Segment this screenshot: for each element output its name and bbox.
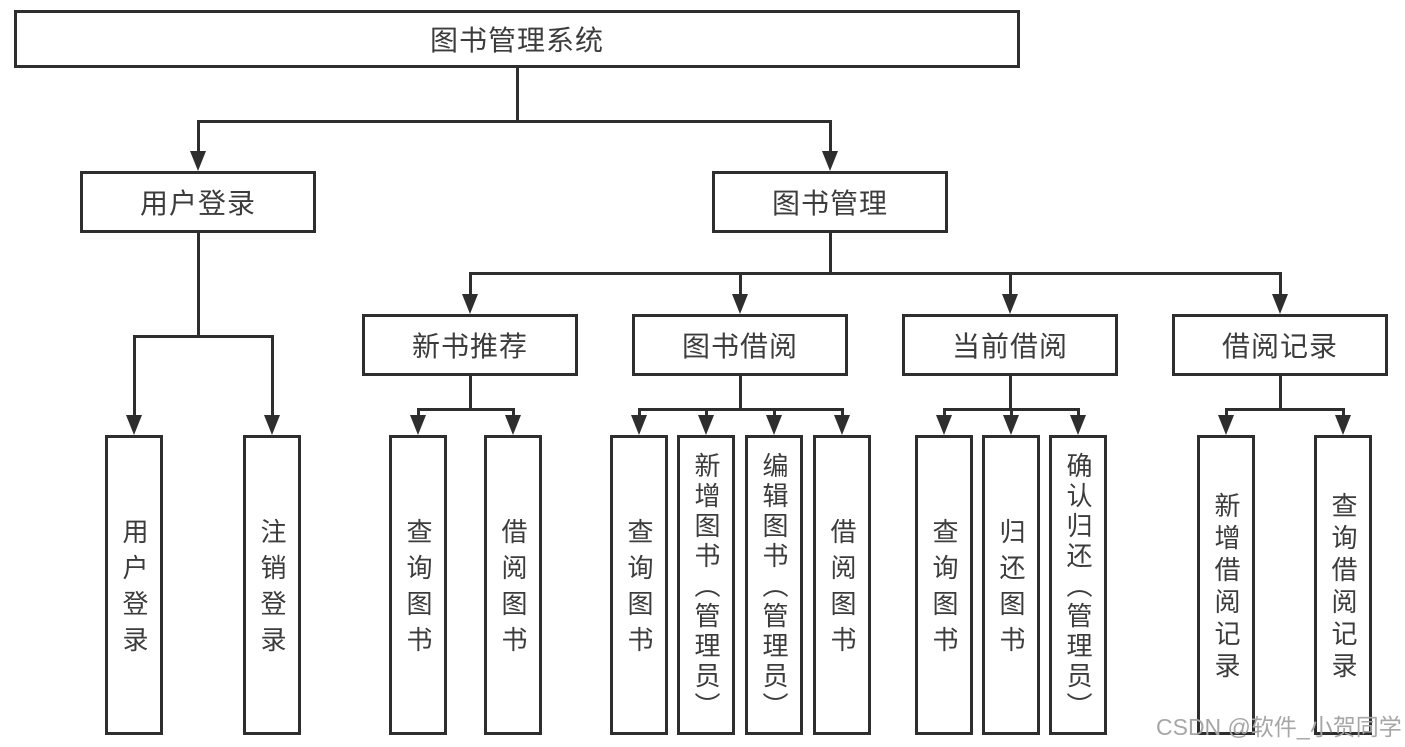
node-leaf-user-login: 用户登录 [105, 435, 163, 735]
connector-stem-cur-return [1010, 408, 1013, 419]
connector-stem-nb-borrow [512, 408, 515, 419]
node-leaf-rec-query-record: 查询借阅记录 [1314, 435, 1372, 735]
node-leaf-bw-add-books: 新增图书（管理员） [677, 435, 735, 735]
arrowhead-bw-query [631, 415, 647, 435]
connector-root-branch [197, 120, 832, 123]
connector-user-login-trunk [197, 233, 200, 337]
node-leaf-cur-query-books: 查询图书 [915, 435, 973, 735]
arrowhead-cur-confirm [1070, 415, 1086, 435]
node-leaf-nb-borrow-books-label: 借阅图书 [498, 518, 528, 662]
node-book-management: 图书管理 [712, 171, 948, 233]
node-current-borrowing: 当前借阅 [902, 314, 1118, 376]
node-leaf-cur-confirm-return: 确认归还（管理员） [1049, 435, 1107, 735]
connector-stem-new-books [469, 272, 472, 298]
connector-root-trunk [516, 68, 519, 122]
node-book-borrowing: 图书借阅 [632, 314, 848, 376]
node-leaf-rec-query-record-label: 查询借阅记录 [1328, 492, 1358, 684]
connector-stem-bw-query [638, 408, 641, 419]
node-leaf-rec-add-record: 新增借阅记录 [1197, 435, 1255, 735]
connector-book-mgmt-branch [469, 272, 1282, 275]
node-library-management-system: 图书管理系统 [14, 10, 1020, 68]
connector-book-borrow-trunk [739, 376, 742, 410]
arrowhead-rec-query [1335, 415, 1351, 435]
arrowhead-book-borrow [732, 294, 748, 314]
node-user-login: 用户登录 [80, 171, 316, 233]
node-borrowing-records-label: 借阅记录 [1221, 331, 1338, 362]
node-leaf-logout: 注销登录 [243, 435, 301, 735]
csdn-watermark: CSDN @软件_小贺同学 [1156, 714, 1402, 740]
arrowhead-book-mgmt [822, 151, 838, 171]
node-leaf-bw-borrow-books-label: 借阅图书 [827, 518, 857, 662]
connector-stem-rec-add [1225, 408, 1228, 419]
arrowhead-rec-add [1218, 415, 1234, 435]
arrowhead-leaf-logout [264, 415, 280, 435]
connector-new-books-branch [417, 408, 515, 411]
connector-borrow-records-trunk [1279, 376, 1282, 410]
connector-stem-cur-query [943, 408, 946, 419]
connector-stem-book-mgmt [829, 120, 832, 154]
node-current-borrowing-label: 当前借阅 [951, 331, 1068, 362]
node-leaf-user-login-label: 用户登录 [119, 518, 149, 662]
node-leaf-cur-return-books-label: 归还图书 [996, 518, 1026, 662]
connector-stem-book-borrow [739, 272, 742, 298]
arrowhead-bw-borrow [834, 415, 850, 435]
node-library-management-system-label: 图书管理系统 [429, 25, 604, 56]
node-leaf-logout-label: 注销登录 [257, 518, 287, 662]
connector-stem-nb-query [417, 408, 420, 419]
node-leaf-bw-edit-books: 编辑图书（管理员） [745, 435, 803, 735]
node-leaf-cur-query-books-label: 查询图书 [929, 518, 959, 662]
node-borrowing-records: 借阅记录 [1172, 314, 1388, 376]
node-leaf-nb-borrow-books: 借阅图书 [484, 435, 542, 735]
connector-stem-leaf-user-login [133, 335, 136, 419]
connector-stem-user-login [197, 120, 200, 154]
arrowhead-nb-query [410, 415, 426, 435]
connector-user-login-branch [133, 335, 274, 338]
node-leaf-bw-edit-books-label: 编辑图书（管理员） [759, 452, 789, 722]
connector-stem-cur-confirm [1077, 408, 1080, 419]
arrowhead-cur-query [936, 415, 952, 435]
node-leaf-cur-return-books: 归还图书 [982, 435, 1040, 735]
arrowhead-borrow-records [1272, 294, 1288, 314]
node-leaf-rec-add-record-label: 新增借阅记录 [1211, 492, 1241, 684]
arrowhead-bw-edit [766, 415, 782, 435]
node-leaf-bw-borrow-books: 借阅图书 [813, 435, 871, 735]
connector-stem-bw-borrow [841, 408, 844, 419]
node-book-management-label: 图书管理 [771, 188, 888, 219]
node-new-book-recommend: 新书推荐 [362, 314, 578, 376]
node-leaf-bw-query-books: 查询图书 [610, 435, 668, 735]
connector-book-borrow-branch [638, 408, 844, 411]
arrowhead-cur-return [1003, 415, 1019, 435]
node-leaf-bw-query-books-label: 查询图书 [624, 518, 654, 662]
node-leaf-bw-add-books-label: 新增图书（管理员） [691, 452, 721, 722]
connector-stem-current-borrow [1009, 272, 1012, 298]
connector-current-borrow-trunk [1009, 376, 1012, 410]
node-book-borrowing-label: 图书借阅 [681, 331, 798, 362]
node-leaf-nb-query-books-label: 查询图书 [403, 518, 433, 662]
node-new-book-recommend-label: 新书推荐 [411, 331, 528, 362]
arrowhead-user-login [190, 151, 206, 171]
node-user-login-label: 用户登录 [139, 188, 256, 219]
connector-stem-bw-add [705, 408, 708, 419]
node-leaf-nb-query-books: 查询图书 [389, 435, 447, 735]
node-leaf-cur-confirm-return-label: 确认归还（管理员） [1063, 452, 1093, 722]
arrowhead-bw-add [698, 415, 714, 435]
arrowhead-current-borrow [1002, 294, 1018, 314]
connector-stem-rec-query [1342, 408, 1345, 419]
arrowhead-new-books [462, 294, 478, 314]
connector-book-mgmt-trunk [829, 233, 832, 274]
arrowhead-nb-borrow [505, 415, 521, 435]
connector-stem-bw-edit [773, 408, 776, 419]
connector-stem-borrow-records [1279, 272, 1282, 298]
arrowhead-leaf-user-login [126, 415, 142, 435]
connector-borrow-records-branch [1225, 408, 1345, 411]
connector-new-books-trunk [469, 376, 472, 410]
connector-stem-leaf-logout [271, 335, 274, 419]
